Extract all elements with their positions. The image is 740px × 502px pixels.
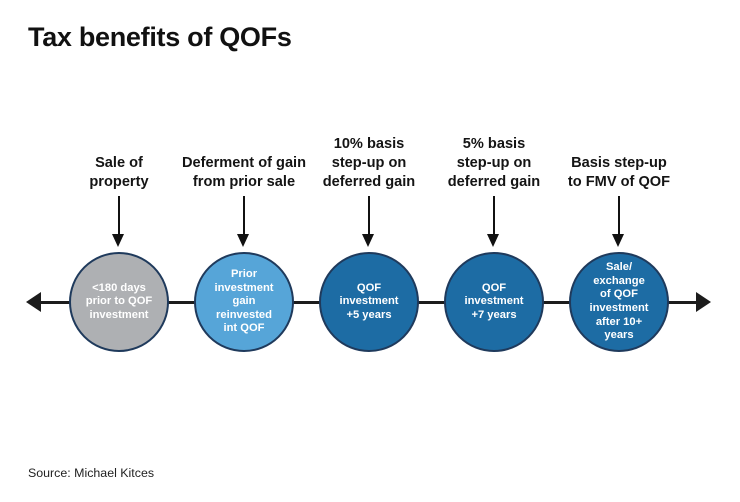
timeline-node-line: prior to QOF [85,295,153,308]
timeline-node-line: exchange [593,274,645,287]
step-label-line: from prior sale [192,174,296,190]
arrow-down-shaft [493,196,496,238]
arrow-down-icon [235,196,253,250]
step-label-line: deferred gain [322,174,416,190]
step-label-line: Deferment of gain [181,155,307,171]
arrow-down-shaft [118,196,121,238]
arrow-down-icon [360,196,378,250]
timeline-node-line: QOF [356,281,382,294]
timeline-node-line: <180 days [92,281,146,294]
timeline-node-line: investment [89,308,149,321]
timeline-node-line: Sale/ [605,261,633,274]
step-labels-row: Sale of property Deferment of gain from pri… [0,126,740,192]
step-label: 10% basis step-up on deferred gain [289,135,449,192]
page-title: Tax benefits of QOFs [28,22,292,52]
arrow-down-icon [610,196,628,250]
arrow-down-head [237,234,250,247]
timeline-node-line: after 10+ [595,315,643,328]
timeline-node-line: investment [464,295,524,308]
timeline-node-line: Prior [230,268,258,281]
timeline-node-line: investment [214,281,274,294]
arrow-down-shaft [618,196,621,238]
step-label: Sale of property [39,154,199,192]
source-attribution: Source: Michael Kitces [28,466,155,480]
timeline-node-line: +5 years [346,308,392,321]
timeline-node-line: QOF [481,281,507,294]
arrow-down-shaft [368,196,371,238]
step-label-line: Sale of [95,155,143,171]
arrow-down-head [362,234,375,247]
step-label-line: step-up on [456,155,532,171]
arrow-right-icon [696,292,711,312]
arrow-down-icon [110,196,128,250]
timeline-node-line: reinvested [216,308,272,321]
step-label-line: 5% basis [462,136,526,152]
timeline-node-line: years [604,329,634,342]
arrow-down-head [112,234,125,247]
step-label-line: deferred gain [447,174,541,190]
timeline-node-line: gain [232,295,256,308]
timeline-node-line: of QOF [600,288,638,301]
step-label-line: to FMV of QOF [567,174,671,190]
timeline-node-line: int QOF [223,322,265,335]
timeline-node-line: +7 years [471,308,517,321]
step-label-line: 10% basis [333,136,405,152]
step-label: 5% basis step-up on deferred gain [414,135,574,192]
arrow-down-icon [485,196,503,250]
arrow-down-head [612,234,625,247]
step-label: Deferment of gain from prior sale [164,154,324,192]
step-label-line: step-up on [331,155,407,171]
step-label-line: property [89,174,149,190]
arrow-down-head [487,234,500,247]
arrow-down-shaft [243,196,246,238]
step-label-line: Basis step-up [571,155,667,171]
step-label: Basis step-up to FMV of QOF [539,154,699,192]
timeline-node-line: investment [589,302,649,314]
timeline-node-line: investment [339,295,399,308]
arrow-left-icon [26,292,41,312]
